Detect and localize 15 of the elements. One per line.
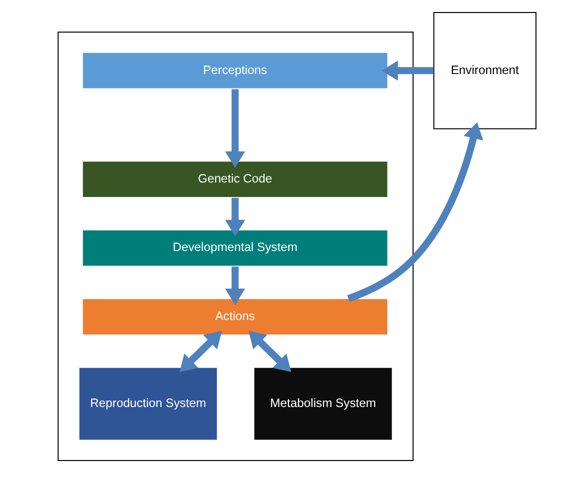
node-box: Actions	[81, 298, 388, 336]
arrow	[346, 122, 483, 302]
arrow	[381, 60, 434, 81]
node-box: Reproduction System	[78, 366, 218, 441]
cluster	[57, 32, 414, 461]
arrow	[248, 330, 291, 372]
arrow	[224, 266, 245, 305]
arrow	[224, 198, 245, 236]
node-box: Metabolism System	[252, 366, 392, 441]
arrow	[224, 89, 245, 168]
arrow	[179, 330, 222, 372]
node-box: Perceptions	[81, 52, 388, 90]
node-box: Genetic Code	[81, 160, 388, 198]
node-box: Environment	[432, 12, 536, 130]
node-box: Developmental System	[81, 229, 388, 267]
